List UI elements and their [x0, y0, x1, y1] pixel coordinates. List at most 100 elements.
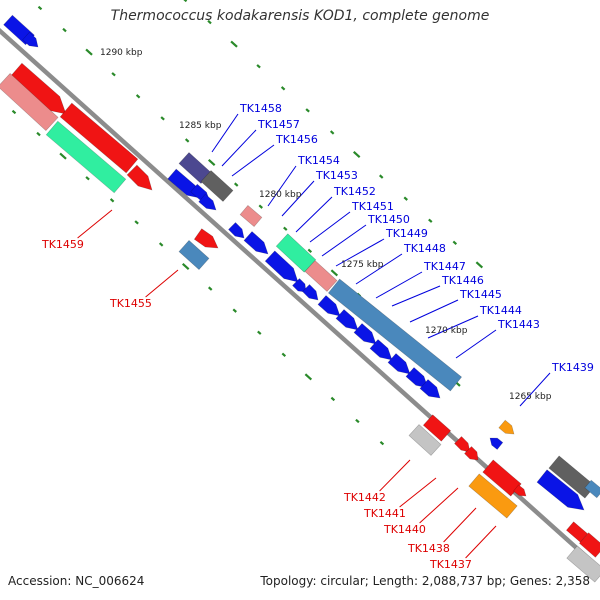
major-tick [352, 151, 361, 159]
gene-block-green[interactable] [45, 120, 127, 194]
gene-arrow-red[interactable] [464, 446, 479, 461]
minor-tick [256, 64, 261, 69]
gene-block-red[interactable] [482, 459, 522, 497]
gene-label-tk1444[interactable]: TK1444 [479, 304, 522, 317]
minor-tick [307, 248, 313, 253]
gene-arrow-blue[interactable] [369, 339, 393, 361]
major-tick [181, 263, 190, 271]
gene-label-tk1452[interactable]: TK1452 [333, 185, 376, 198]
gene-block-red[interactable] [578, 532, 600, 558]
gene-block-lightgray[interactable] [408, 424, 442, 456]
minor-tick [305, 108, 310, 113]
minor-tick [135, 94, 141, 99]
gene-label-tk1454[interactable]: TK1454 [297, 154, 340, 167]
gene-arrow-orange[interactable] [498, 419, 515, 435]
gene-arrow-blue[interactable] [198, 193, 217, 211]
gene-arrow-red[interactable] [126, 164, 153, 191]
minor-tick [158, 242, 164, 247]
gene-arrow-blue[interactable] [228, 222, 245, 239]
minor-tick [111, 72, 116, 77]
scale-label: 1265 kbp [509, 392, 552, 402]
scale-label: 1290 kbp [100, 48, 143, 58]
gene-block-steel[interactable] [178, 239, 210, 271]
gene-arrow-blue[interactable] [387, 353, 411, 375]
major-tick [330, 269, 339, 277]
gene-block-orange[interactable] [468, 473, 518, 519]
gene-label-tk1443[interactable]: TK1443 [497, 318, 540, 331]
minor-tick [329, 130, 335, 135]
gene-block-pink[interactable] [0, 72, 59, 132]
minor-tick [281, 352, 287, 357]
major-tick [475, 261, 484, 269]
gene-arrow-red[interactable] [454, 436, 471, 453]
gene-label-tk1450[interactable]: TK1450 [367, 213, 410, 226]
gene-block-red[interactable] [59, 102, 139, 174]
gene-label-tk1437[interactable]: TK1437 [429, 558, 472, 571]
gene-labels: TK1458TK1457TK1456TK1454TK1453TK1452TK14… [41, 102, 594, 571]
gene-block-green[interactable] [275, 233, 317, 273]
gene-label-tk1445[interactable]: TK1445 [459, 288, 502, 301]
gene-label-tk1456[interactable]: TK1456 [275, 133, 318, 146]
leader-line [443, 507, 477, 543]
gene-label-tk1447[interactable]: TK1447 [423, 260, 466, 273]
minor-tick [208, 286, 213, 291]
gene-block-steel[interactable] [327, 278, 463, 392]
minor-tick [160, 116, 165, 121]
minor-tick [379, 174, 384, 179]
gene-block-red[interactable] [422, 414, 452, 442]
gene-arrow-blue[interactable] [419, 379, 441, 399]
gene-label-tk1441[interactable]: TK1441 [363, 507, 406, 520]
leader-line [427, 315, 479, 339]
leader-line [399, 477, 437, 508]
leader-line [295, 196, 333, 233]
gene-label-tk1458[interactable]: TK1458 [239, 102, 282, 115]
scale-labels: 1290 kbp 1285 kbp 1280 kbp 1275 kbp 1270 kbp… [100, 48, 552, 402]
gene-label-tk1455[interactable]: TK1455 [109, 297, 152, 310]
minor-tick [109, 198, 115, 203]
minor-tick [183, 0, 188, 3]
gene-label-tk1446[interactable]: TK1446 [441, 274, 484, 287]
scale-label: 1285 kbp [179, 121, 222, 131]
gene-block-lightgray[interactable] [566, 545, 600, 583]
gene-label-tk1449[interactable]: TK1449 [385, 227, 428, 240]
gene-label-tk1438[interactable]: TK1438 [407, 542, 450, 555]
major-tick [230, 40, 238, 48]
minor-tick [207, 19, 212, 25]
minor-tick [232, 308, 237, 313]
gene-arrow-blue[interactable] [302, 284, 319, 301]
gene-block-steel[interactable] [584, 479, 600, 499]
gene-label-tk1457[interactable]: TK1457 [257, 118, 300, 131]
gene-arrow-blue[interactable] [243, 231, 269, 255]
gene-label-tk1439[interactable]: TK1439 [551, 361, 594, 374]
minor-tick [283, 226, 288, 231]
gene-label-tk1459[interactable]: TK1459 [41, 238, 84, 251]
gene-arrow-blue[interactable] [335, 309, 359, 331]
minor-tick [11, 109, 17, 115]
gene-arrow-blue[interactable] [353, 323, 377, 345]
gene-arrow-blue[interactable] [489, 437, 504, 450]
gene-block-red[interactable] [565, 521, 589, 543]
scale-label: 1280 kbp [259, 190, 302, 200]
gene-arrow-blue[interactable] [536, 469, 585, 511]
gene-arrow-blue[interactable] [317, 295, 341, 317]
scale-label: 1270 kbp [425, 326, 468, 336]
gene-label-tk1440[interactable]: TK1440 [383, 523, 426, 536]
gene-block-pink[interactable] [239, 204, 263, 228]
scale-label: 1275 kbp [341, 260, 384, 270]
gene-label-tk1442[interactable]: TK1442 [343, 491, 386, 504]
minor-tick [85, 176, 90, 181]
minor-tick [379, 440, 385, 446]
leader-line [267, 165, 297, 207]
gene-arrow-red[interactable] [513, 484, 527, 497]
gene-block-darkgray[interactable] [200, 170, 234, 202]
leader-line [321, 224, 367, 257]
gene-block-pink[interactable] [304, 260, 338, 292]
gene-label-tk1451[interactable]: TK1451 [351, 200, 394, 213]
gene-arrow-blue[interactable] [292, 278, 307, 293]
gene-label-tk1453[interactable]: TK1453 [315, 169, 358, 182]
leader-line [419, 487, 459, 524]
gene-arrow-red[interactable] [193, 228, 219, 249]
gene-arrow-blue[interactable] [264, 250, 299, 283]
gene-label-tk1448[interactable]: TK1448 [403, 242, 446, 255]
gene-arrow-blue[interactable] [22, 31, 39, 48]
